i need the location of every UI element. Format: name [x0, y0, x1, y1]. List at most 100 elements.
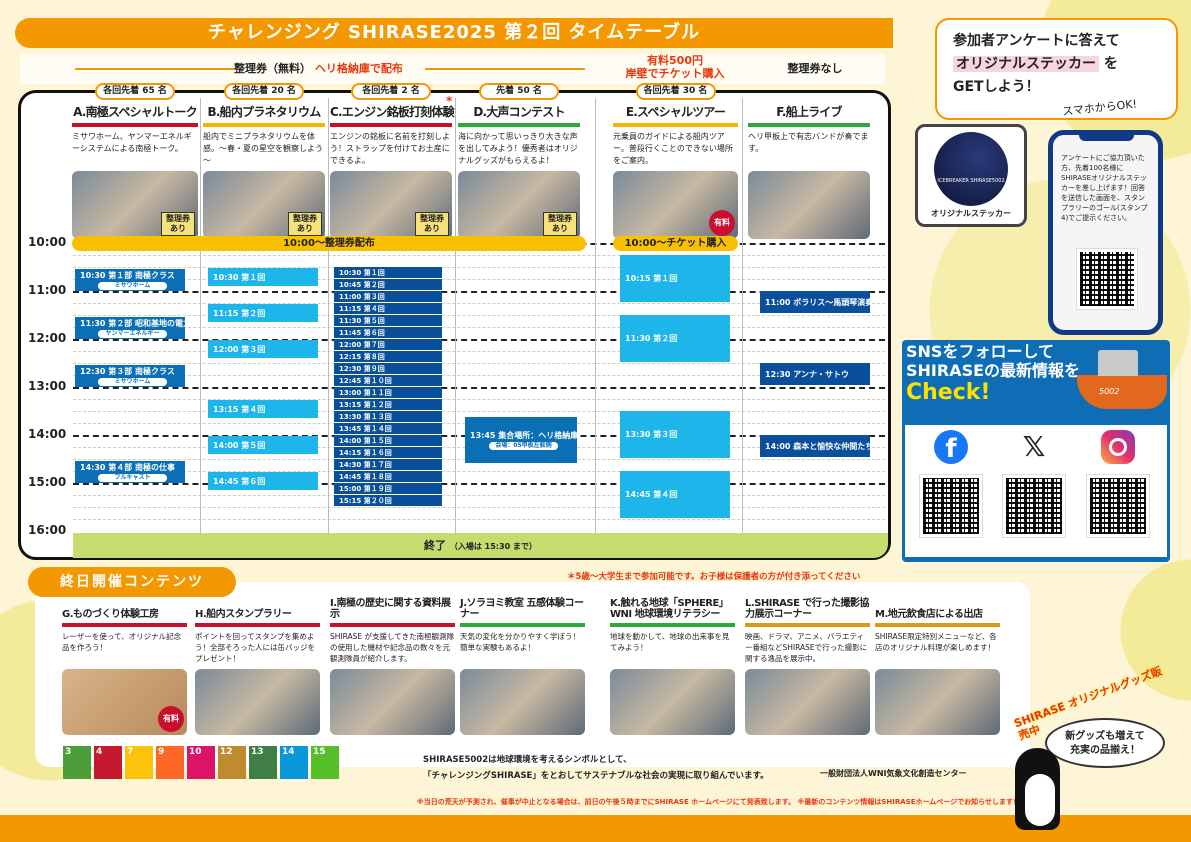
schedule-event[interactable]: 12:30 アンナ・サトウ	[760, 363, 870, 385]
schedule-event[interactable]: 14:00 森本と愉快な仲間たちバンド	[760, 435, 870, 457]
allday-description: SHIRASE が支援してきた南極観測隊の使用した機材や記念品の数々を元観測隊員…	[330, 632, 455, 663]
schedule-event[interactable]: 11:30 第２回	[620, 315, 730, 362]
event-time: 13:15	[339, 400, 362, 409]
sdg-icon: 9	[156, 746, 184, 779]
schedule-event[interactable]: 10:30 第１部 南極クラスミサワホーム	[75, 269, 185, 291]
schedule-event[interactable]: 12:00 第７回	[334, 339, 442, 350]
allday-photo: 有料	[62, 669, 187, 735]
allday-photo	[460, 669, 585, 735]
event-label: 第４回	[241, 404, 266, 414]
sdg-icon: 4	[94, 746, 122, 779]
schedule-event[interactable]: 14:30 第１７回	[334, 459, 442, 470]
survey-line-1: 参加者アンケートに答えて	[953, 33, 1120, 49]
quarter-line	[73, 495, 885, 496]
sdg-icon: 7	[125, 746, 153, 779]
program-c: C.エンジン銘板打刻体験エンジンの銘板に名前を打刻しよう！ストラップを付けてお土…	[330, 103, 455, 239]
schedule-event[interactable]: 14:00 第５回	[208, 436, 318, 454]
ticket-required-tag: 整理券あり	[543, 212, 577, 236]
schedule-event[interactable]: 11:30 第２部 昭和基地の電力ヤンマーエネルギー	[75, 317, 185, 339]
event-time: 14:15	[339, 448, 362, 457]
schedule-event[interactable]: 15:15 第２０回	[334, 495, 442, 506]
capacity-badge: 各回先着 30 名	[635, 83, 716, 100]
schedule-event[interactable]: 10:15 第１回	[620, 255, 730, 302]
schedule-event[interactable]: 13:30 第３回	[620, 411, 730, 458]
event-line: 14:45 第６回	[213, 476, 318, 487]
schedule-event[interactable]: 12:30 第９回	[334, 363, 442, 374]
x-icon[interactable]: 𝕏	[1022, 430, 1046, 463]
event-time: 10:30	[339, 268, 362, 277]
x-qr-code[interactable]	[1002, 474, 1066, 538]
event-time: 13:30	[339, 412, 362, 421]
facebook-qr-code[interactable]	[919, 474, 983, 538]
schedule-event[interactable]: 12:00 第３回	[208, 340, 318, 358]
event-label: 第１８回	[363, 472, 392, 481]
allday-title: K.触れる地球「SPHERE」WNI 地球環境リテラシー	[610, 598, 729, 620]
schedule-event[interactable]: 13:45 集合場所：ヘリ格納庫会場：05甲板左舷側	[465, 417, 577, 463]
ticket-paid-label: 有料500円	[647, 54, 703, 67]
penguin-illustration	[1015, 748, 1060, 830]
schedule-event[interactable]: 12:30 第３部 南極クラスミサワホーム	[75, 365, 185, 387]
schedule-event[interactable]: 13:15 第１２回	[334, 399, 442, 410]
program-description: 元乗員のガイドによる船内ツアー。普段行くことのできない場所をご案内。	[613, 132, 733, 165]
schedule-event[interactable]: 13:45 第１４回	[334, 423, 442, 434]
schedule-event[interactable]: 14:15 第１６回	[334, 447, 442, 458]
schedule-event[interactable]: 13:30 第１３回	[334, 411, 442, 422]
event-label: 第１回	[241, 272, 266, 282]
schedule-event[interactable]: 10:30 第１回	[208, 268, 318, 286]
sdg-icon: 12	[218, 746, 246, 779]
goods-bubble-line-2: 充実の品揃え！	[1070, 745, 1140, 756]
schedule-event[interactable]: 11:00 ポラリス～馬頭琴演奏	[760, 291, 870, 313]
event-label: 第１部 南極クラス	[108, 271, 175, 280]
allday-title: H.船内スタンプラリー	[195, 609, 292, 620]
schedule-event[interactable]: 12:15 第８回	[334, 351, 442, 362]
event-time: 13:15	[213, 404, 239, 414]
column-divider	[328, 98, 329, 533]
event-time: 15:15	[339, 496, 362, 505]
schedule-event[interactable]: 15:00 第１９回	[334, 483, 442, 494]
schedule-event[interactable]: 10:30 第１回	[334, 267, 442, 278]
schedule-event[interactable]: 11:00 第３回	[334, 291, 442, 302]
schedule-event[interactable]: 14:00 第１５回	[334, 435, 442, 446]
event-label: 第１７回	[363, 460, 392, 469]
event-label: 第４部 南極の仕事	[108, 463, 176, 472]
schedule-event[interactable]: 11:30 第５回	[334, 315, 442, 326]
event-time: 13:45	[339, 424, 362, 433]
event-line: 11:30 第２回	[625, 333, 730, 344]
schedule-event[interactable]: 11:15 第４回	[334, 303, 442, 314]
schedule-event[interactable]: 13:15 第４回	[208, 400, 318, 418]
schedule-event[interactable]: 11:15 第２回	[208, 304, 318, 322]
event-line: 14:30 第１７回	[339, 460, 442, 470]
quarter-line	[73, 411, 885, 412]
quarter-line	[73, 507, 885, 508]
schedule-event[interactable]: 13:00 第１１回	[334, 387, 442, 398]
event-time: 10:45	[339, 280, 362, 289]
mission-line-1: SHIRASE5002は地球環境を考えるシンボルとして、	[423, 755, 632, 765]
program-title: B.船内プラネタリウム	[207, 105, 322, 119]
schedule-event[interactable]: 14:45 第１８回	[334, 471, 442, 482]
event-time: 12:30	[765, 369, 791, 379]
schedule-event[interactable]: 11:45 第６回	[334, 327, 442, 338]
ticket-required-tag: 整理券あり	[288, 212, 322, 236]
schedule-event[interactable]: 14:45 第６回	[208, 472, 318, 490]
event-time: 14:45	[339, 472, 362, 481]
event-line: 11:15 第４回	[339, 304, 442, 314]
event-time: 12:45	[339, 376, 362, 385]
schedule-event[interactable]: 14:45 第４回	[620, 471, 730, 518]
program-title: C.エンジン銘板打刻体験	[330, 105, 455, 119]
instagram-icon[interactable]	[1101, 430, 1135, 464]
time-label: 14:00	[28, 427, 67, 441]
instagram-qr-code[interactable]	[1086, 474, 1150, 538]
survey-qr-code[interactable]	[1076, 248, 1138, 310]
schedule-event[interactable]: 14:30 第４部 南極の仕事フルキャスト	[75, 461, 185, 483]
event-label: 第２０回	[363, 496, 392, 505]
hour-line	[73, 291, 885, 293]
facebook-icon[interactable]: f	[934, 430, 968, 464]
event-label: 第４回	[363, 304, 385, 313]
schedule-event[interactable]: 10:45 第２回	[334, 279, 442, 290]
allday-photo	[330, 669, 455, 735]
program-f: F.船上ライブヘリ甲板上で有志バンドが奏でます。	[748, 103, 870, 239]
event-label: 第１回	[363, 268, 385, 277]
schedule-event[interactable]: 12:45 第１０回	[334, 375, 442, 386]
allday-underline	[460, 623, 585, 627]
event-time: 11:15	[339, 304, 362, 313]
